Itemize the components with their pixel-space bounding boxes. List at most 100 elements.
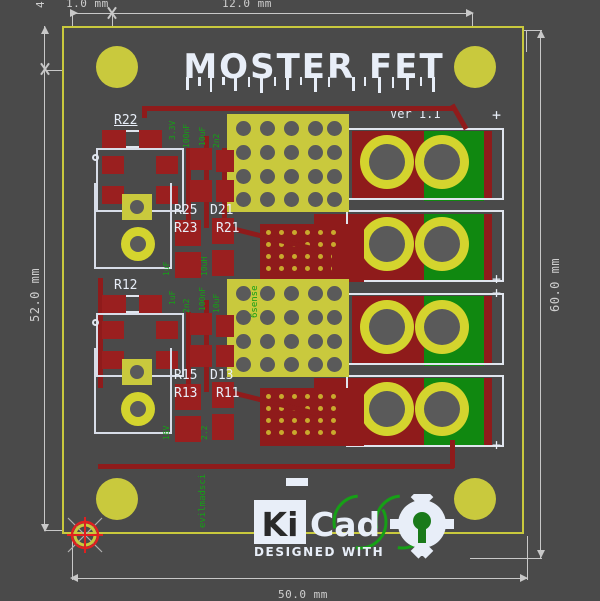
silk-outline-cap-lower: [94, 348, 172, 434]
smd-pad-ic-lower-1[interactable]: [102, 321, 124, 339]
silk-value-lower-3: 100nF: [198, 286, 207, 311]
smd-pad-upper-mid-7[interactable]: [212, 218, 234, 244]
thermal-pad-upper: [260, 224, 364, 282]
dim-right-label: 60.0 mm: [548, 257, 562, 312]
smd-pad-ic-lower-3[interactable]: [156, 321, 178, 339]
smd-pad-upper-mid-1[interactable]: [190, 148, 212, 170]
dim-line-left-upper: [44, 26, 45, 70]
silk-value-upper-3: 10uF: [198, 126, 207, 146]
dim-left-main-label: 52.0 mm: [28, 267, 42, 322]
terminal-pad-lower-a1[interactable]: [369, 309, 405, 345]
terminal-pad-lower-a2[interactable]: [424, 309, 460, 345]
smd-pad-r22-b[interactable]: [138, 130, 162, 148]
smd-pad-ic-upper-1[interactable]: [102, 156, 124, 174]
thermal-via-grid-upper: [264, 228, 364, 280]
dim-bottom-label: 50.0 mm: [278, 588, 328, 601]
smd-pad-ic-upper-3[interactable]: [156, 156, 178, 174]
trace-upper-top-riser: [450, 103, 469, 131]
ref-designator-d13: D13: [210, 368, 234, 383]
smd-pad-ic-lower-2[interactable]: [102, 351, 124, 369]
silk-value-lower-2: 2n2: [182, 298, 191, 313]
terminal-pad-lower-b1[interactable]: [369, 391, 405, 427]
board-title-silkscreen: MOSTER FET: [164, 44, 464, 96]
smd-pad-lower-mid-6[interactable]: [175, 416, 201, 442]
smd-pad-r22-a[interactable]: [102, 130, 126, 148]
drill-origin-marker[interactable]: [62, 512, 108, 558]
ref-designator-r15: R15: [174, 368, 198, 383]
silk-pin1-dot-upper: [92, 154, 99, 161]
silk-value-upper-2: 100nF: [182, 123, 191, 148]
svg-text:DESIGNED WITH: DESIGNED WITH: [254, 545, 384, 559]
dim-line-top-small: [72, 13, 112, 14]
silk-value-side-sense: 6sense: [250, 285, 260, 318]
square-pad-upper-hole: [130, 200, 144, 214]
dim-arrow-bottom-right: [520, 574, 528, 582]
polarity-marker-upper-2: +: [492, 270, 502, 288]
thermal-via-grid-lower: [264, 392, 364, 444]
pcb-board-outline[interactable]: MOSTER FET Ver 1.1: [62, 26, 524, 559]
dim-arrow-left-upper-top: [41, 26, 49, 34]
smd-pad-lower-mid-1[interactable]: [190, 313, 212, 335]
smd-pad-ic-upper-2[interactable]: [102, 186, 124, 204]
round-pad-lower[interactable]: [130, 401, 146, 417]
silk-pin1-dot-lower: [92, 319, 99, 326]
smd-pad-lower-mid-2[interactable]: [190, 345, 212, 367]
silk-value-upper-4: 2n2: [212, 133, 221, 148]
dim-top-left-label: 1.0 mm: [66, 0, 109, 10]
silk-r12-body: [126, 295, 139, 313]
smd-pad-lower-mid-8[interactable]: [212, 414, 234, 440]
dim-ext-bottom-left-v: [72, 536, 73, 580]
mounting-pad-bottom-right[interactable]: [454, 478, 496, 520]
silk-r22-body: [126, 130, 139, 148]
trace-lower-bottom-riser: [450, 440, 455, 468]
terminal-pad-lower-b2[interactable]: [424, 391, 460, 427]
smd-pad-lower-mid-5[interactable]: [175, 384, 201, 410]
smd-pad-lower-mid-3[interactable]: [216, 315, 234, 337]
round-pad-upper[interactable]: [130, 236, 146, 252]
smd-pad-ic-upper-4[interactable]: [156, 186, 178, 204]
smd-pad-lower-mid-7[interactable]: [212, 382, 234, 408]
smd-pad-upper-mid-4[interactable]: [216, 180, 234, 202]
smd-pad-lower-mid-4[interactable]: [216, 345, 234, 367]
kicad-logo: Ki Cad DESIGNED WITH: [252, 489, 467, 562]
smd-pad-ic-lower-4[interactable]: [156, 351, 178, 369]
dim-ext-left-top2: [44, 70, 72, 71]
dim-top-center-label: 12.0 mm: [222, 0, 272, 10]
dim-ext-right-bottom-h: [470, 558, 542, 559]
silk-value-lower-5: 16V: [162, 425, 171, 440]
terminal-pad-upper-b2[interactable]: [424, 226, 460, 262]
mounting-pad-top-right[interactable]: [454, 46, 496, 88]
ref-designator-r21: R21: [216, 221, 240, 236]
trace-upper-left-v: [142, 106, 147, 118]
ref-designator-d21: D21: [210, 203, 234, 218]
trace-upper-mid-2: [186, 148, 191, 234]
smd-pad-upper-mid-2[interactable]: [190, 180, 212, 202]
ref-designator-r11: R11: [216, 386, 240, 401]
smd-pad-upper-mid-8[interactable]: [212, 250, 234, 276]
silk-value-lower-1: 1uF: [168, 290, 177, 305]
dim-arrow-bottom-left: [70, 574, 78, 582]
smd-pad-upper-mid-3[interactable]: [216, 150, 234, 172]
dim-arrow-right-bottom: [537, 550, 545, 558]
dim-arrow-top-main-right: [466, 9, 474, 17]
svg-text:Cad: Cad: [310, 505, 380, 544]
smd-pad-upper-mid-5[interactable]: [175, 220, 201, 246]
mounting-pad-bottom-left[interactable]: [96, 478, 138, 520]
dim-arrow-left-main-bottom: [41, 524, 49, 532]
terminal-pad-upper-a2[interactable]: [424, 144, 460, 180]
dim-line-right: [540, 30, 541, 558]
smd-pad-r12-b[interactable]: [138, 295, 162, 313]
square-pad-lower-hole: [130, 365, 144, 379]
polarity-marker-upper-1: +: [492, 106, 502, 124]
dim-line-bottom: [72, 578, 528, 579]
mounting-pad-top-left[interactable]: [96, 46, 138, 88]
dim-left-upper-label: 4.0 mm: [34, 0, 47, 8]
terminal-pad-upper-a1[interactable]: [369, 144, 405, 180]
dim-ext-left-bottom: [44, 530, 72, 531]
svg-text:MOSTER FET: MOSTER FET: [183, 47, 444, 87]
smd-pad-r12-a[interactable]: [102, 295, 126, 313]
terminal-pad-upper-b1[interactable]: [369, 226, 405, 262]
dim-ext-right-2: [526, 30, 527, 52]
smd-pad-upper-mid-6[interactable]: [175, 252, 201, 278]
